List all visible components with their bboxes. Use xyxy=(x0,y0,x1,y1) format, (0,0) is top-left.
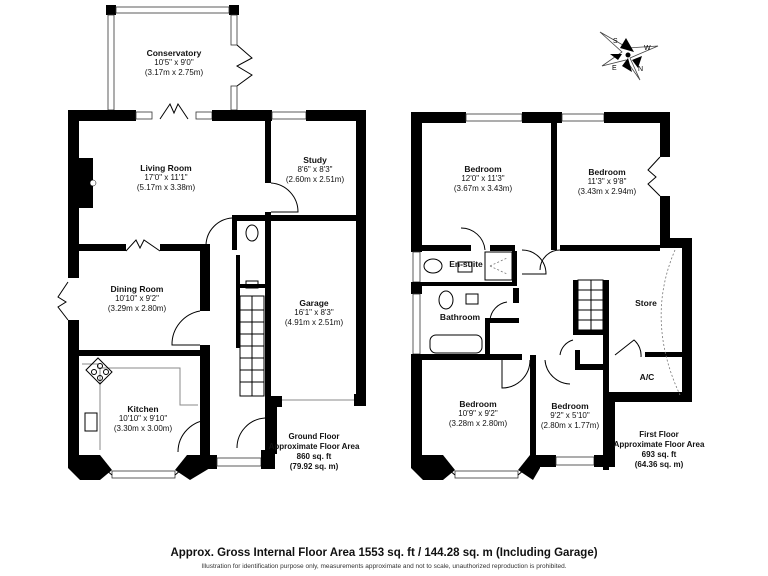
staircase xyxy=(239,295,265,397)
bathtub-icon xyxy=(429,334,483,354)
svg-text:S: S xyxy=(613,38,618,45)
svg-text:N: N xyxy=(638,66,643,73)
ground-floor-area: Ground Floor Approximate Floor Area 860 … xyxy=(268,432,360,471)
first-floor-area: First Floor Approximate Floor Area 693 s… xyxy=(613,430,705,469)
svg-text:E: E xyxy=(612,65,617,72)
room-label-bedroom-2: Bedroom 11'3" x 9'8" (3.43m x 2.94m) xyxy=(577,167,637,196)
compass-icon: S W E N xyxy=(599,31,659,81)
sink-icon xyxy=(84,412,98,432)
room-label-garage: Garage 16'1" x 8'3" (4.91m x 2.51m) xyxy=(284,298,344,327)
first-floor-plan xyxy=(411,112,692,480)
first-floor-interior-walls xyxy=(411,112,682,470)
ground-floor-plan xyxy=(57,5,366,480)
room-label-living-room: Living Room 17'0" x 11'1" (5.17m x 3.38m… xyxy=(136,163,196,192)
room-label-dining-room: Dining Room 10'10" x 9'2" (3.29m x 2.80m… xyxy=(107,284,167,313)
first-floor-outer-walls xyxy=(411,112,692,480)
gross-floor-area-title: Approx. Gross Internal Floor Area 1553 s… xyxy=(170,547,598,559)
room-label-bathroom: Bathroom xyxy=(439,312,481,322)
hob-icon xyxy=(85,357,113,385)
room-label-bedroom-3: Bedroom 10'9" x 9'2" (3.28m x 2.80m) xyxy=(448,399,508,428)
room-label-ac: A/C xyxy=(639,372,655,382)
room-label-bedroom-1: Bedroom 12'0" x 11'3" (3.67m x 3.43m) xyxy=(453,164,513,193)
room-label-store: Store xyxy=(635,298,657,308)
room-label-conservatory: Conservatory 10'5" x 9'0" (3.17m x 2.75m… xyxy=(144,48,204,77)
room-label-study: Study 8'6" x 8'3" (2.60m x 2.51m) xyxy=(285,155,345,184)
svg-text:W: W xyxy=(644,45,651,52)
ground-floor-interior-walls xyxy=(68,121,366,455)
ground-floor-outer-walls xyxy=(57,102,366,480)
room-label-en-suite: En-suite xyxy=(449,259,483,269)
conservatory-walls xyxy=(106,5,253,111)
room-label-bedroom-4: Bedroom 9'2" x 5'10" (2.80m x 1.77m) xyxy=(540,401,600,430)
disclaimer-note: Illustration for identification purpose … xyxy=(201,563,567,570)
room-label-kitchen: Kitchen 10'10" x 9'10" (3.30m x 3.00m) xyxy=(113,404,173,433)
